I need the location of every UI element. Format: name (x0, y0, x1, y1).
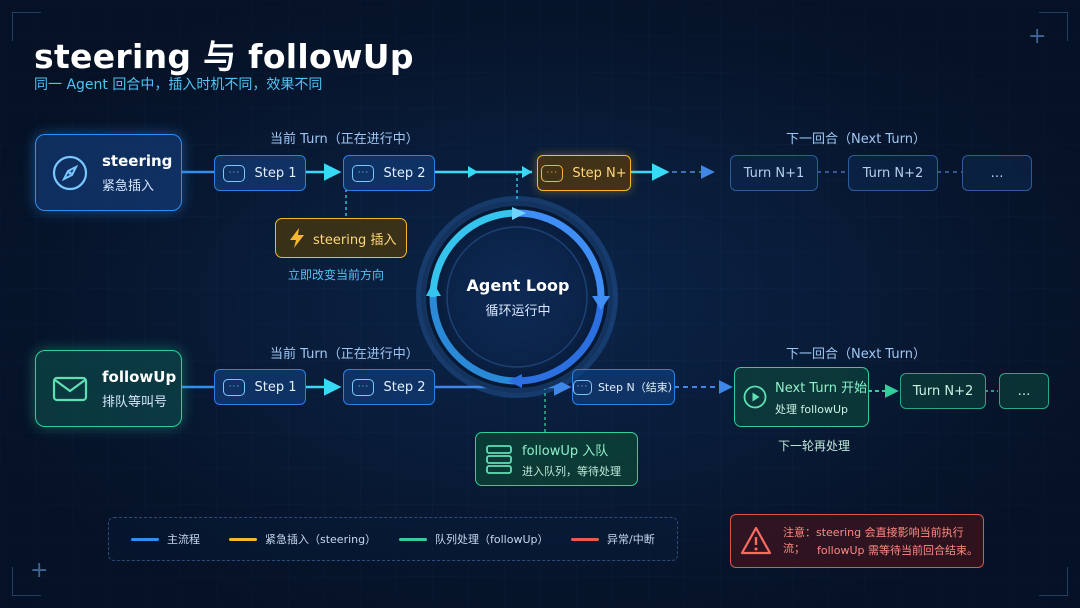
warning-icon (740, 526, 772, 555)
bottom-turn-more[interactable]: … (999, 373, 1049, 409)
followup-enqueue-subtitle: 进入队列，等待处理 (522, 464, 621, 478)
warning-note: 注意：steering 会直接影响当前执行流； followUp 需等待当前回合… (730, 514, 984, 568)
current-turn-label: 当前 Turn（正在进行中） (270, 132, 419, 147)
next-round-note: 下一轮再处理 (778, 439, 851, 453)
top-step-1[interactable]: ··· Step 1 (214, 155, 306, 191)
legend-label: 队列处理（followUp） (435, 533, 549, 546)
bottom-step-n-end[interactable]: ··· Step N（结束） (572, 369, 679, 405)
bottom-step-2[interactable]: ··· Step 2 (343, 369, 435, 405)
step-label: Step 2 (383, 379, 426, 395)
steering-insert-callout: steering 插入 (275, 218, 407, 258)
turn-label: … (1017, 383, 1031, 399)
legend: 主流程 紧急插入（steering） 队列处理（followUp） 异常/中断 (108, 517, 678, 561)
page-title: steering 与 followUp (34, 37, 414, 76)
warning-line-1: 注意：steering 会直接影响当前执行流； (783, 526, 964, 555)
legend-swatch (131, 537, 159, 541)
frame-corner (1039, 567, 1068, 596)
followup-title: followUp (102, 367, 177, 386)
top-step-2[interactable]: ··· Step 2 (343, 155, 435, 191)
chat-bubble-icon: ··· (223, 164, 246, 182)
steering-insert-label: steering 插入 (313, 232, 397, 248)
step-label: Step 1 (254, 165, 297, 181)
queue-icon (486, 445, 512, 474)
legend-swatch (229, 537, 257, 541)
next-turn-label: 下一回合（Next Turn） (786, 132, 926, 147)
legend-item-main-flow: 主流程 (131, 531, 200, 547)
current-turn-label: 当前 Turn（正在进行中） (270, 347, 419, 362)
frame-corner (1039, 12, 1068, 41)
turn-label: Turn N+2 (862, 165, 924, 181)
legend-swatch (399, 537, 427, 541)
step-label: Step N（结束） (597, 381, 679, 394)
followup-card: followUp 排队等叫号 (35, 350, 182, 427)
turn-label: Turn N+1 (743, 165, 805, 181)
turn-label: … (990, 165, 1004, 181)
play-icon (743, 385, 767, 409)
frame-corner (12, 567, 41, 596)
next-turn-n-plus-1[interactable]: Turn N+1 (730, 155, 818, 191)
page-subtitle: 同一 Agent 回合中，插入时机不同，效果不同 (34, 77, 323, 93)
steering-title: steering (102, 151, 173, 170)
chat-bubble-icon: ··· (352, 378, 375, 396)
legend-item-followup: 队列处理（followUp） (399, 531, 548, 547)
turn-label: Turn N+2 (912, 383, 974, 399)
frame-corner (12, 12, 41, 41)
next-turn-start-subtitle: 处理 followUp (775, 403, 848, 416)
legend-label: 主流程 (167, 533, 200, 546)
legend-label: 异常/中断 (607, 533, 655, 546)
mail-icon (52, 376, 88, 401)
lightning-icon (290, 228, 304, 248)
compass-icon (52, 155, 88, 190)
agent-loop-subtitle: 循环运行中 (485, 304, 551, 319)
top-step-n-plus[interactable]: ··· Step N+ (537, 155, 631, 191)
step-label: Step 2 (383, 165, 426, 181)
steering-subtitle: 紧急插入 (102, 178, 155, 194)
next-turn-n-plus-2[interactable]: Turn N+2 (848, 155, 938, 191)
legend-swatch (571, 537, 599, 541)
steering-card: steering 紧急插入 (35, 134, 182, 211)
chat-bubble-icon: ··· (541, 164, 564, 182)
legend-item-error: 异常/中断 (571, 531, 655, 547)
chat-bubble-icon: ··· (223, 378, 246, 396)
legend-item-steering: 紧急插入（steering） (229, 531, 376, 547)
agent-loop-title: Agent Loop (466, 276, 570, 295)
plus-decoration-icon: + (1028, 24, 1047, 49)
warning-line-2: followUp 需等待当前回合结束。 (817, 544, 978, 557)
chat-bubble-icon: ··· (352, 164, 375, 182)
followup-subtitle: 排队等叫号 (102, 394, 168, 410)
steering-insert-note: 立即改变当前方向 (288, 268, 385, 282)
step-label: Step N+ (572, 165, 627, 181)
followup-enqueue-callout: followUp 入队 进入队列，等待处理 (475, 432, 638, 486)
step-label: Step 1 (254, 379, 297, 395)
chat-bubble-icon: ··· (573, 379, 592, 395)
bottom-step-1[interactable]: ··· Step 1 (214, 369, 306, 405)
followup-enqueue-title: followUp 入队 (522, 443, 609, 459)
next-turn-more[interactable]: … (962, 155, 1032, 191)
plus-decoration-icon: + (30, 558, 49, 583)
next-turn-label: 下一回合（Next Turn） (786, 347, 926, 362)
legend-label: 紧急插入（steering） (265, 533, 377, 546)
bottom-turn-n-plus-2[interactable]: Turn N+2 (900, 373, 986, 409)
next-turn-start-card[interactable]: Next Turn 开始 处理 followUp (734, 367, 869, 427)
next-turn-start-title: Next Turn 开始 (775, 381, 868, 396)
